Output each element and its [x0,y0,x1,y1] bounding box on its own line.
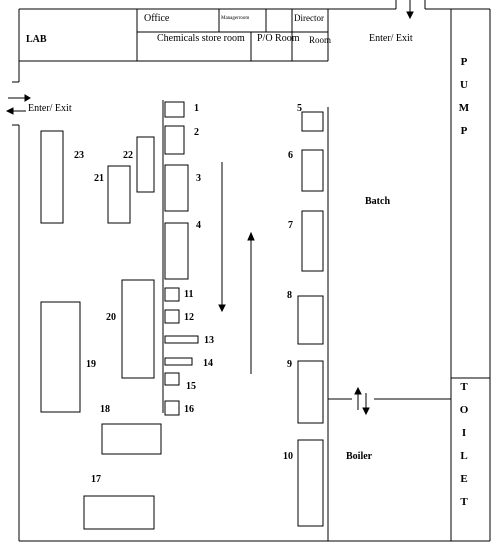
machine-10 [297,439,324,527]
machine-6-label: 6 [288,150,293,161]
machine-14 [164,357,193,366]
room-label: Room [309,35,332,45]
machine-18 [101,423,162,455]
machine-5 [301,111,324,132]
partitions [162,9,490,541]
machine-3 [164,164,189,212]
machine-20 [121,279,155,379]
machine-11-label: 11 [184,289,194,300]
machine-22-label: 22 [123,150,133,161]
machine-18-label: 18 [100,404,110,415]
boiler-label: Boiler [346,451,373,462]
chemicals-store-room-label: Chemicals store room [157,33,245,44]
machine-3-label: 3 [196,173,201,184]
machine-4 [164,222,189,280]
machine-13-label: 13 [204,335,214,346]
machine-20-label: 20 [106,312,116,323]
director-label: Director [294,13,324,23]
machine-23-label: 23 [74,150,84,161]
machine-22 [136,136,155,193]
machine-2-label: 2 [194,127,199,138]
machine-7-label: 7 [288,220,293,231]
entry-top-right-label: Enter/ Exit [369,33,413,44]
manager-room-label: Managerroom [221,16,250,21]
machine-13 [164,335,199,344]
top-rooms [19,9,329,62]
machine-1-label: 1 [194,103,199,114]
machine-19 [40,301,81,413]
machine-21-label: 21 [94,173,104,184]
machine-14-label: 14 [203,358,213,369]
machine-9-label: 9 [287,359,292,370]
machine-10-label: 10 [283,451,293,462]
po-room-label: P/O Room [257,33,300,44]
machine-16-label: 16 [184,404,194,415]
machine-23 [40,130,64,224]
machine-4-label: 4 [196,220,201,231]
machine-2 [164,125,185,155]
machine-19-label: 19 [86,359,96,370]
machine-9 [297,360,324,424]
machine-17-label: 17 [91,474,101,485]
machine-7 [301,210,324,272]
machines [40,101,324,530]
flow-arrows [5,0,414,416]
machine-5-label: 5 [297,103,302,114]
entry-left-label: Enter/ Exit [28,103,72,114]
machine-1 [164,101,185,118]
machine-8 [297,295,324,345]
machine-6 [301,149,324,192]
machine-15-label: 15 [186,381,196,392]
machine-15 [164,372,180,386]
machine-11 [164,287,180,302]
machine-8-label: 8 [287,290,292,301]
outer-walls [12,0,491,542]
batch-label: Batch [365,196,390,207]
machine-16 [164,400,180,416]
machine-21 [107,165,131,224]
office-label: Office [144,13,170,24]
machine-12-label: 12 [184,312,194,323]
machine-12 [164,309,180,324]
machine-17 [83,495,155,530]
lab-label: LAB [26,34,47,45]
